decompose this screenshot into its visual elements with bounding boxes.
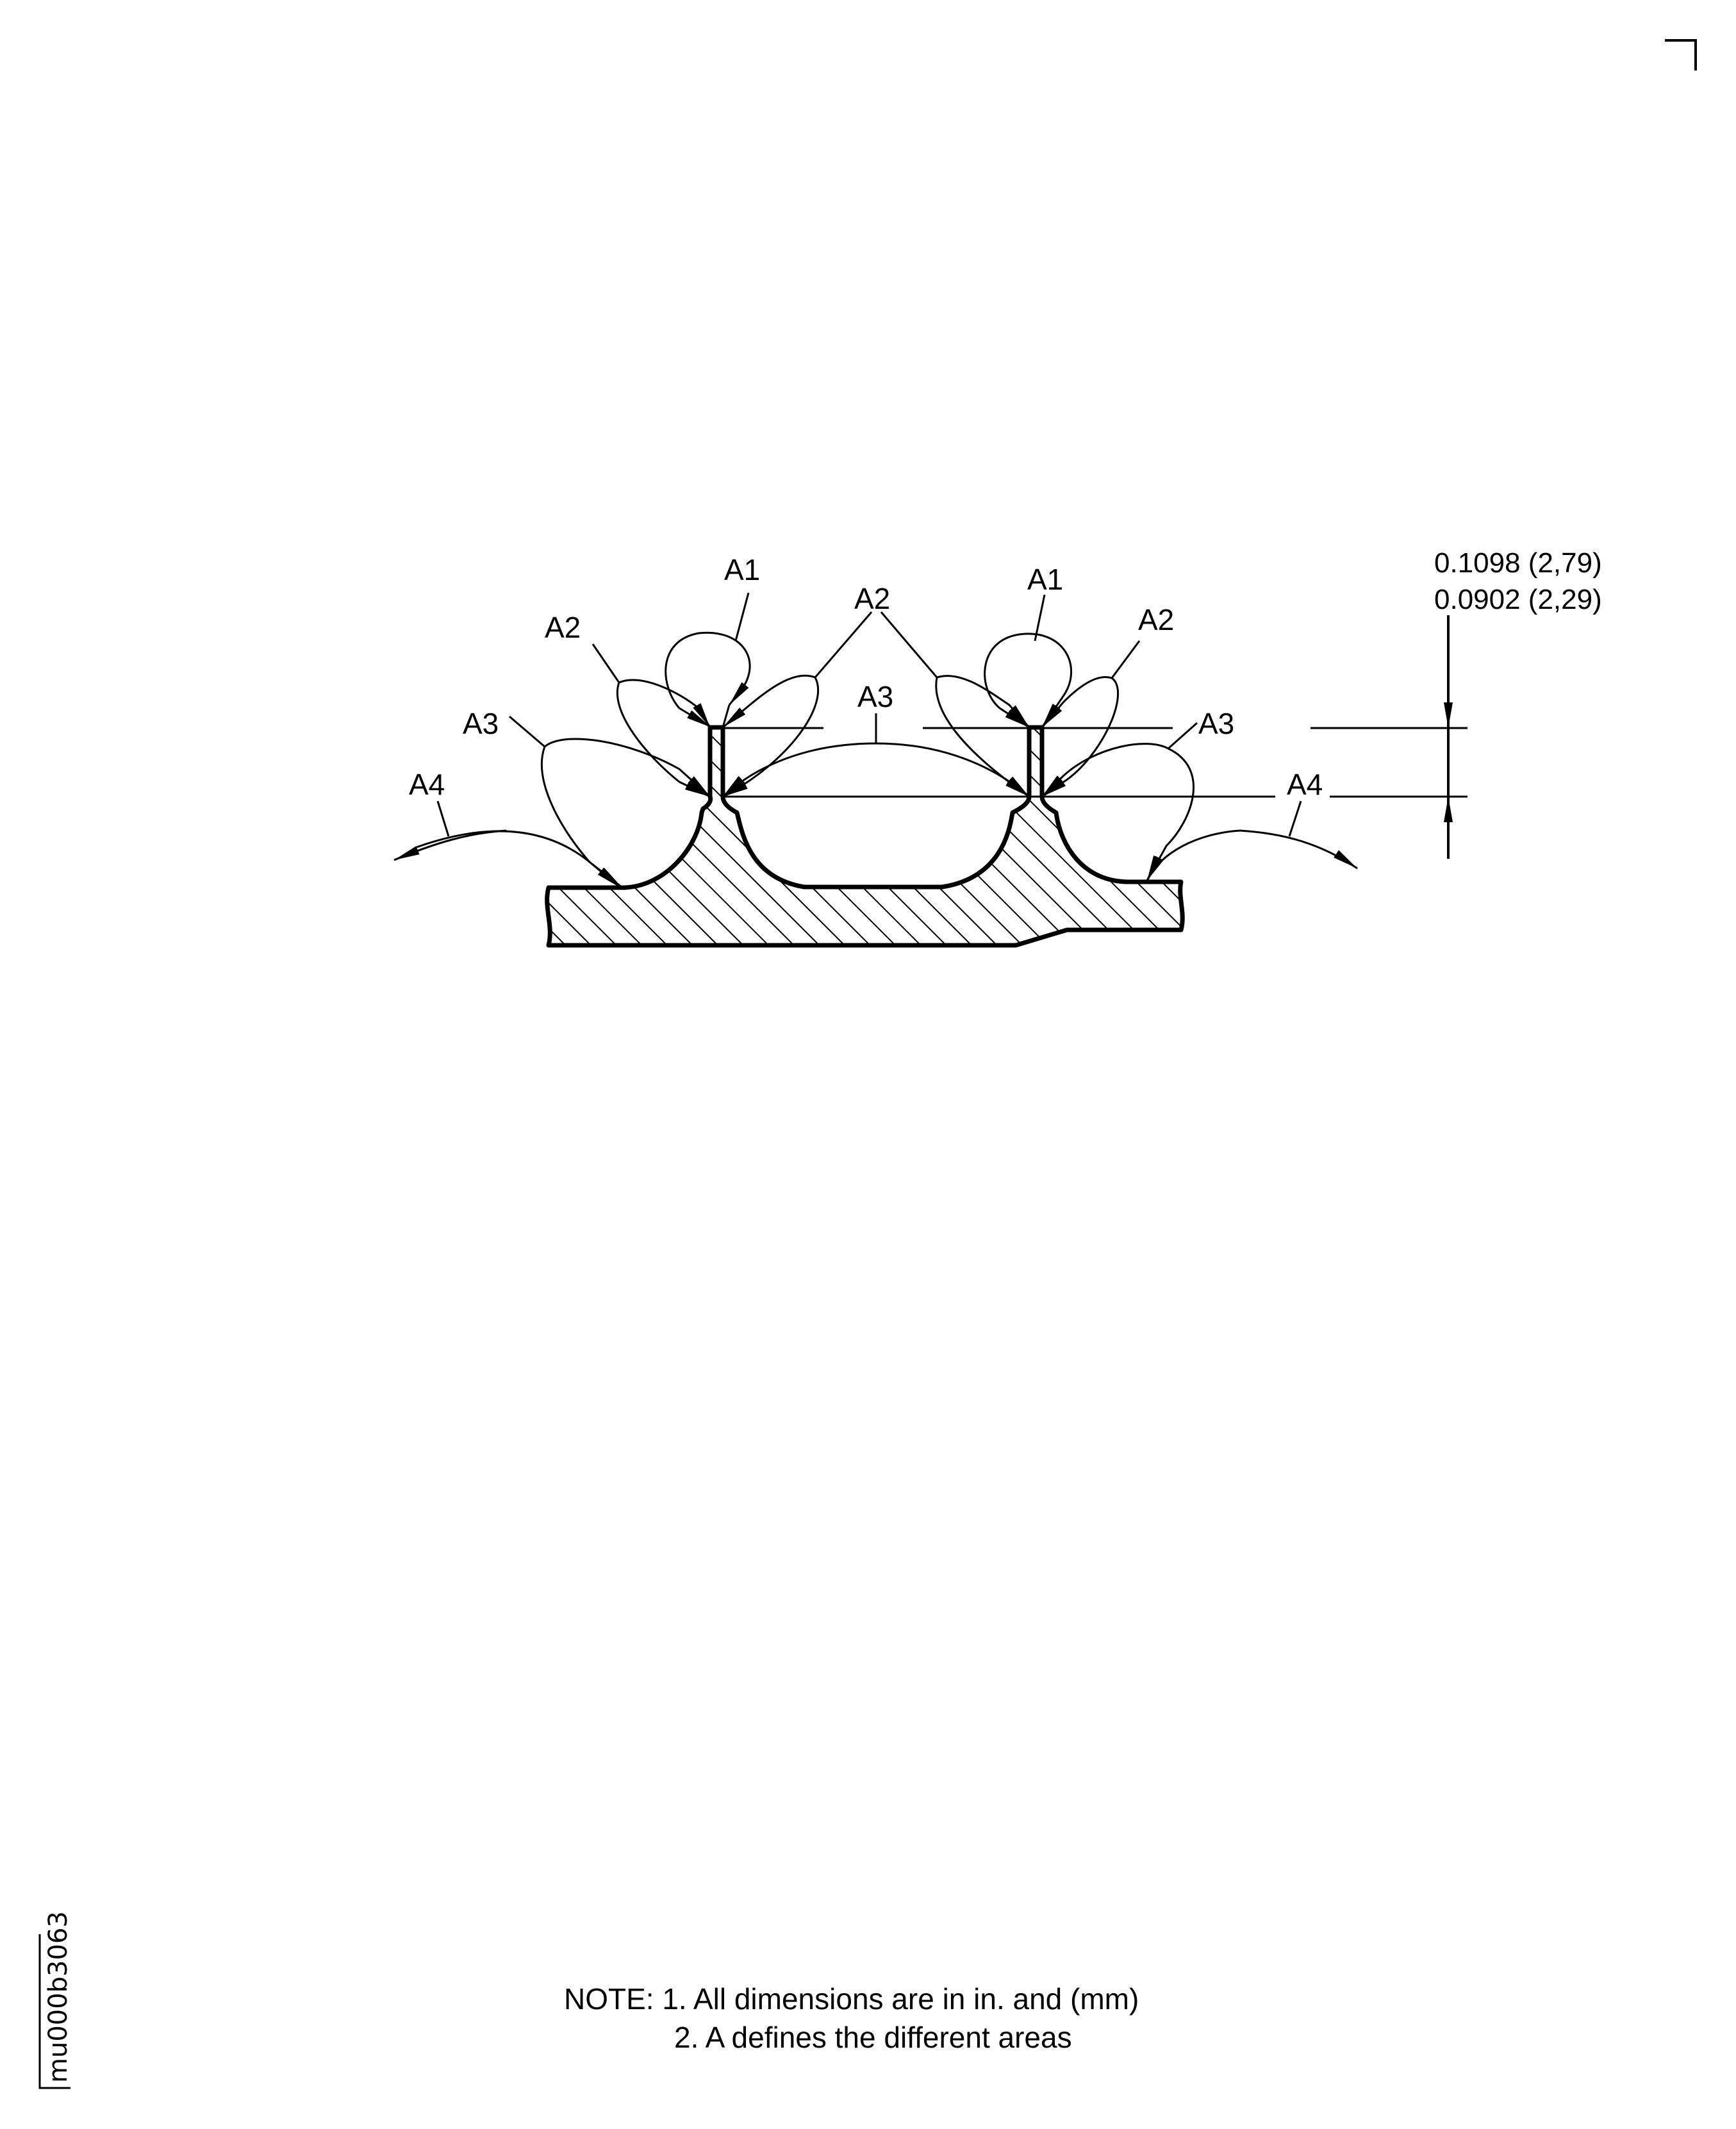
label-left-a4: A4 bbox=[409, 768, 445, 801]
label-right-a2: A2 bbox=[1138, 603, 1174, 636]
label-right-a4: A4 bbox=[1287, 768, 1323, 801]
reference-lines bbox=[723, 727, 1467, 798]
area-labels: A1 A2 A3 A4 A2 A3 A1 A2 A3 A4 bbox=[409, 553, 1323, 801]
height-dimension: 0.1098 (2,79) 0.0902 (2,29) bbox=[1434, 547, 1602, 859]
corner-mark bbox=[1665, 39, 1697, 70]
leaders bbox=[393, 592, 1358, 889]
id-bracket bbox=[38, 1934, 70, 2089]
label-left-a3: A3 bbox=[463, 707, 499, 740]
label-left-a2: A2 bbox=[545, 611, 581, 644]
label-right-a3: A3 bbox=[1198, 707, 1234, 740]
section-outline bbox=[545, 725, 1185, 948]
dimension-max: 0.1098 (2,79) bbox=[1434, 547, 1602, 579]
label-right-a1: A1 bbox=[1027, 563, 1063, 596]
label-center-a2: A2 bbox=[854, 582, 890, 615]
note-line-1: NOTE: 1. All dimensions are in in. and (… bbox=[564, 1982, 1139, 2016]
part-section bbox=[545, 725, 1185, 948]
label-left-a1: A1 bbox=[724, 553, 760, 586]
dimension-min: 0.0902 (2,29) bbox=[1434, 584, 1602, 615]
label-center-a3: A3 bbox=[857, 680, 893, 713]
note-line-2: 2. A defines the different areas bbox=[674, 2021, 1072, 2054]
drawing-id: mu000b3063 bbox=[44, 1911, 73, 2083]
